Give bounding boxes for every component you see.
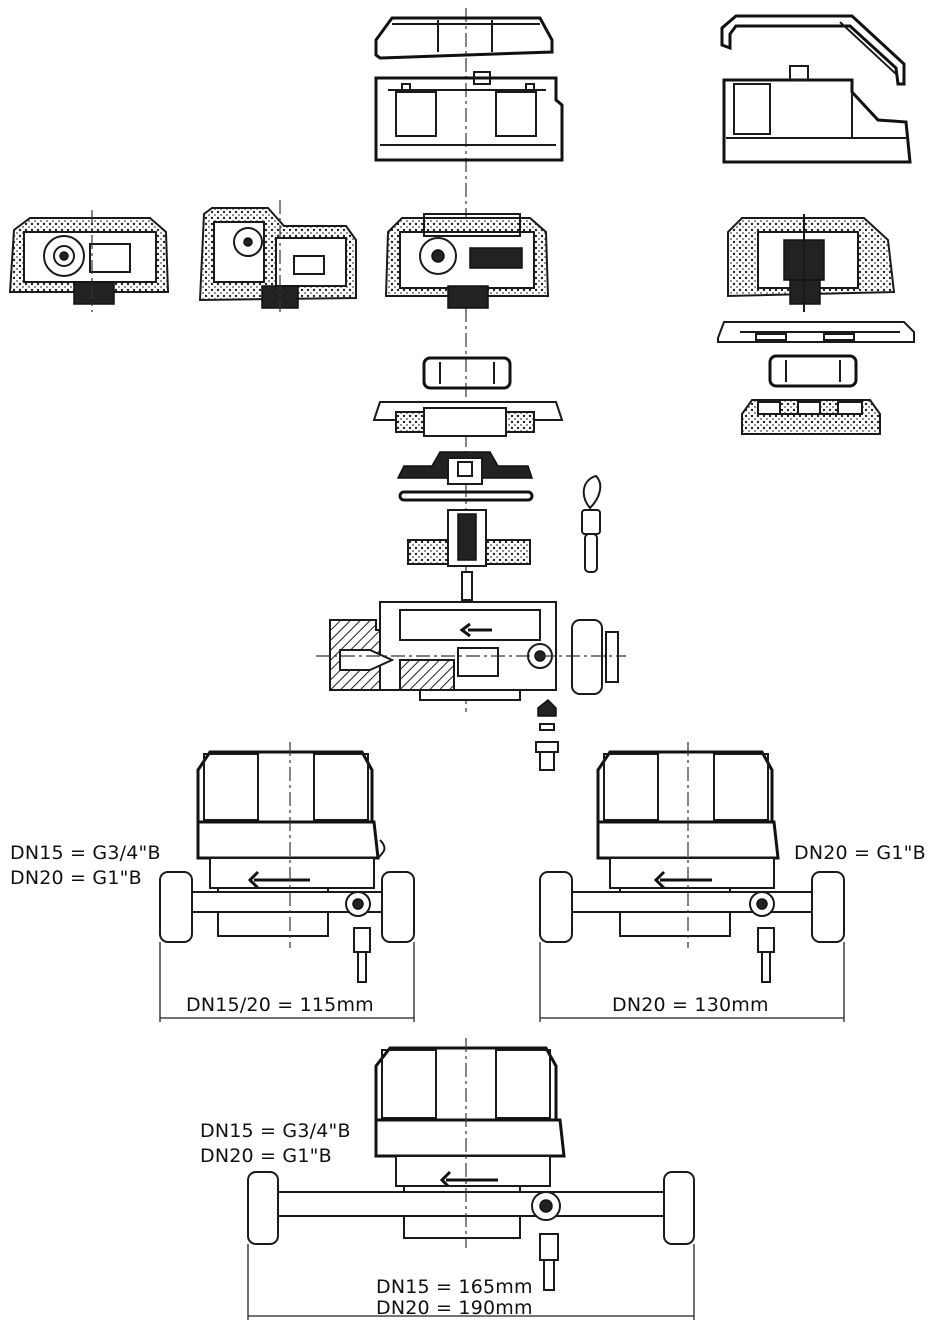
length-label-long-dn20: DN20 = 190mm: [376, 1297, 533, 1319]
register-section-view-right: [727, 214, 896, 312]
sealing-ring: [422, 356, 512, 390]
o-ring: [398, 490, 534, 502]
meter-115-assembly: [159, 742, 415, 983]
meter-long-dimension: [247, 1244, 695, 1320]
register-cover-right-part: [720, 14, 906, 86]
meter-115-dimension: [159, 942, 415, 1022]
length-label-130: DN20 = 130mm: [612, 994, 769, 1016]
thread-label-dn20-130: DN20 = G1"B: [794, 842, 926, 864]
seal-element: [396, 451, 534, 485]
seal-wire-part: [581, 474, 602, 573]
register-section-view-3: [384, 213, 550, 309]
cover-plate: [372, 401, 564, 437]
register-cover-part: [374, 16, 554, 60]
thread-label-long-dn15: DN15 = G3/4"B: [200, 1120, 351, 1142]
meter-130-assembly: [539, 742, 845, 983]
register-section-view-2: [198, 200, 357, 312]
screw-parts: [535, 698, 559, 771]
thread-label-long-dn20: DN20 = G1"B: [200, 1145, 332, 1167]
register-section-view-1: [8, 210, 170, 312]
register-housing-part: [374, 71, 564, 162]
thread-label-dn20: DN20 = G1"B: [10, 867, 142, 889]
base-plate-right: [741, 399, 881, 435]
length-label-115: DN15/20 = 115mm: [186, 994, 374, 1016]
sealing-ring-right: [768, 354, 858, 388]
meter-long-assembly: [247, 1038, 695, 1291]
meter-130-dimension: [539, 942, 845, 1022]
impeller: [407, 509, 531, 601]
length-label-long-dn15: DN15 = 165mm: [376, 1276, 533, 1298]
seal-plate-right: [717, 321, 915, 343]
thread-label-dn15: DN15 = G3/4"B: [10, 842, 161, 864]
meter-body-section: [316, 601, 626, 701]
register-housing-right-part: [722, 65, 912, 164]
